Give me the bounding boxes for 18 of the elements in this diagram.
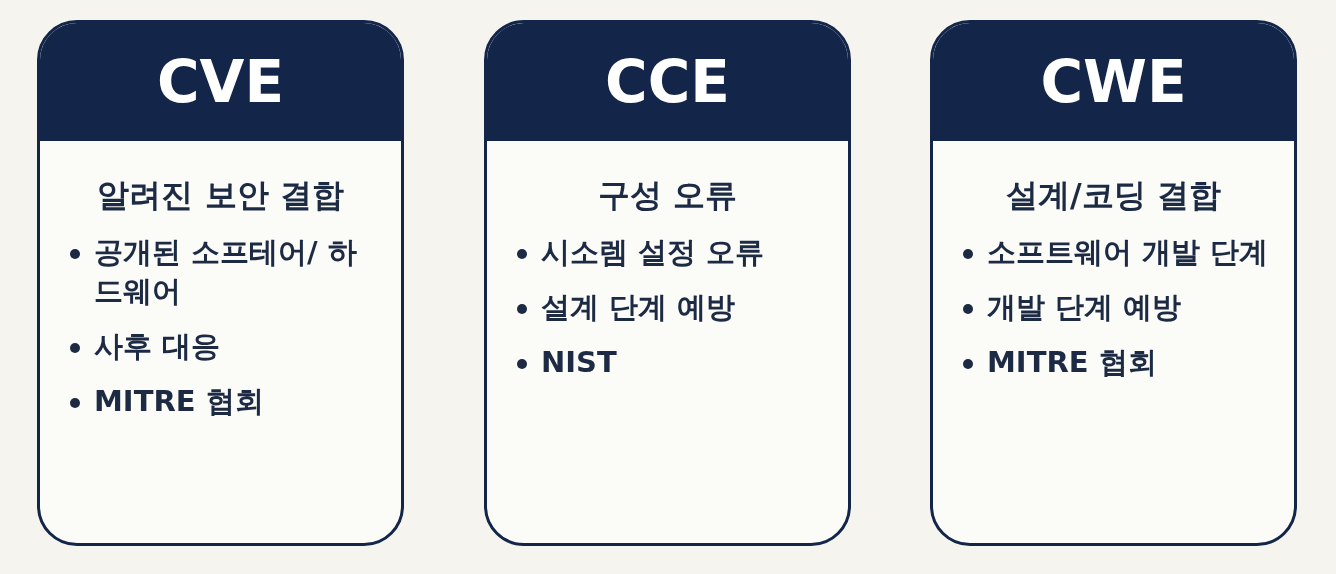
card-title: CVE (156, 53, 285, 111)
bullet-text: 설계 단계 예방 (541, 289, 736, 327)
bullet-text: 시소렘 설정 오류 (541, 234, 765, 271)
bullet-text: 개발 단계 예방 (987, 289, 1182, 327)
bullet-text: MITRE 협회 (987, 344, 1157, 382)
card-subtitle: 알려진 보안 결합 (96, 175, 345, 215)
card-subtitle: 구성 오류 (596, 175, 739, 215)
bullet-text: NIST (541, 344, 617, 382)
card (930, 20, 1297, 546)
card-title: CWE (1040, 53, 1187, 111)
card (37, 20, 404, 546)
card (484, 20, 851, 546)
bullet-text: 공개된 소프테어/ 하드웨어 (94, 234, 358, 311)
card-subtitle: 설계/코딩 결합 (1005, 175, 1222, 215)
card-title: CCE (605, 53, 730, 111)
bullet-text: MITRE 협회 (94, 383, 264, 421)
bullet-text: 사후 대응 (94, 328, 221, 366)
bullet-text: 소프트웨어 개발 단계 (987, 234, 1269, 271)
